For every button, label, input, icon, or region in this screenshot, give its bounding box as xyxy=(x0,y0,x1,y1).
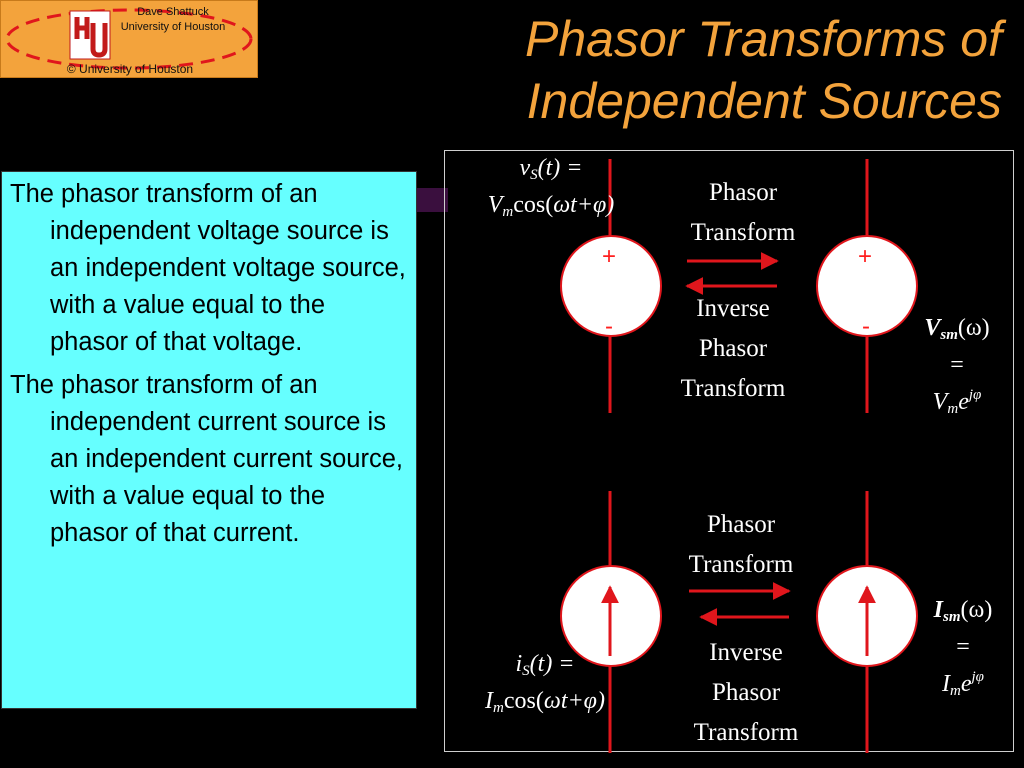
voltage-source-phasor-domain xyxy=(816,159,918,413)
diagram-graphics xyxy=(560,159,918,753)
logo-box: Dave Shattuck University of Houston © Un… xyxy=(0,0,258,78)
author-institution: University of Houston xyxy=(120,21,226,33)
inverse-transform-label-bottom: Inverse Phasor Transform xyxy=(693,639,799,746)
title-line-2: Independent Sources xyxy=(526,73,1002,129)
bullet-voltage: The phasor transform of an independent v… xyxy=(10,180,406,356)
minus-sign-left: - xyxy=(605,313,613,340)
phasor-diagram: + - + - Phasor Transform Inverse Phasor … xyxy=(444,150,1014,753)
bullet-current: The phasor transform of an independent c… xyxy=(10,371,403,547)
voltage-phasor-expression: Vsm(ω) = Vmejφ xyxy=(924,315,990,417)
logo-graphic xyxy=(5,8,253,70)
plus-sign-right: + xyxy=(858,243,873,270)
title-line-1: Phasor Transforms of xyxy=(524,11,1002,67)
inverse-transform-label-top: Inverse Phasor Transform xyxy=(680,295,786,402)
slide-title: Phasor Transforms of Independent Sources xyxy=(362,8,1002,132)
logo-copyright: © University of Houston xyxy=(66,62,194,76)
phasor-transform-label-top: Phasor Transform xyxy=(690,179,796,246)
phasor-transform-label-bottom: Phasor Transform xyxy=(688,511,794,578)
current-source-phasor-domain xyxy=(816,491,918,753)
minus-sign-right: - xyxy=(862,313,870,340)
current-time-expression: iS(t) = Imcos(ωt+φ) xyxy=(485,651,605,716)
voltage-source-time-domain xyxy=(560,159,662,413)
explanation-box: The phasor transform of an independent v… xyxy=(1,171,417,709)
decorative-stripe xyxy=(415,188,448,212)
logo-author: Dave Shattuck University of Houston xyxy=(113,5,233,35)
current-phasor-expression: Ism(ω) = Imejφ xyxy=(933,597,993,699)
author-name: Dave Shattuck xyxy=(137,6,209,18)
voltage-time-expression: vS(t) = Vmcos(ωt+φ) xyxy=(487,155,615,220)
plus-sign-left: + xyxy=(602,243,617,270)
current-source-time-domain xyxy=(560,491,662,753)
